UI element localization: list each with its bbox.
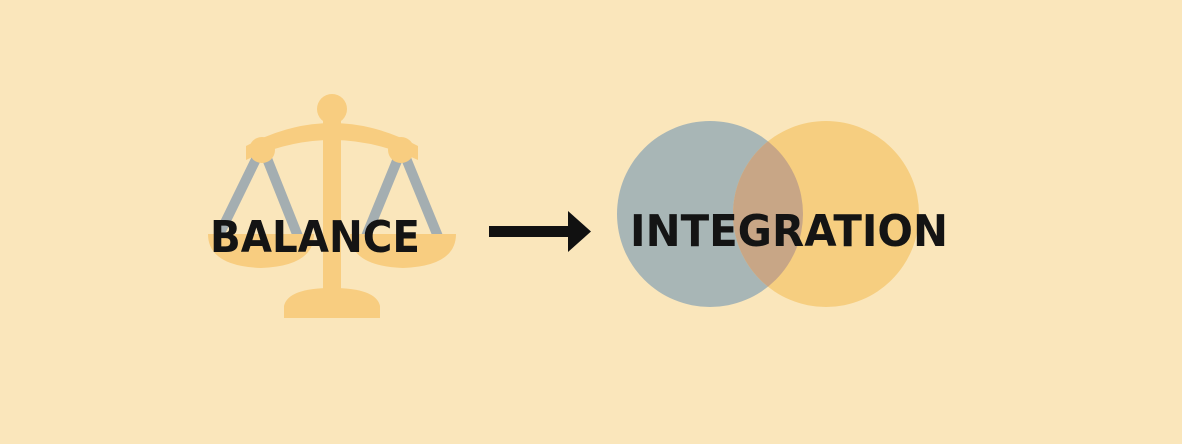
scale-right-pan (350, 234, 456, 268)
right-chain-inner (360, 150, 406, 240)
scale-right-end (388, 137, 414, 163)
scale-top-knob (317, 94, 347, 124)
left-chain-inner (259, 150, 304, 240)
scale-post (323, 118, 341, 298)
venn-diagram-icon (617, 121, 919, 307)
scale-left-end (249, 137, 275, 163)
scale-body (208, 94, 456, 318)
arrow-head (568, 211, 591, 252)
right-arrow-icon (489, 211, 591, 252)
scale-chains (212, 150, 444, 240)
left-chain-outer (212, 150, 265, 240)
scale-beam (246, 123, 418, 160)
balance-scale-icon (208, 94, 456, 318)
balance-label: BALANCE (210, 212, 420, 263)
right-chain-outer (398, 150, 444, 240)
scale-base (284, 288, 380, 318)
scale-left-pan (208, 234, 314, 268)
arrow-shaft (489, 226, 573, 237)
venn-overlap (733, 121, 803, 307)
integration-label: INTEGRATION (630, 206, 948, 257)
